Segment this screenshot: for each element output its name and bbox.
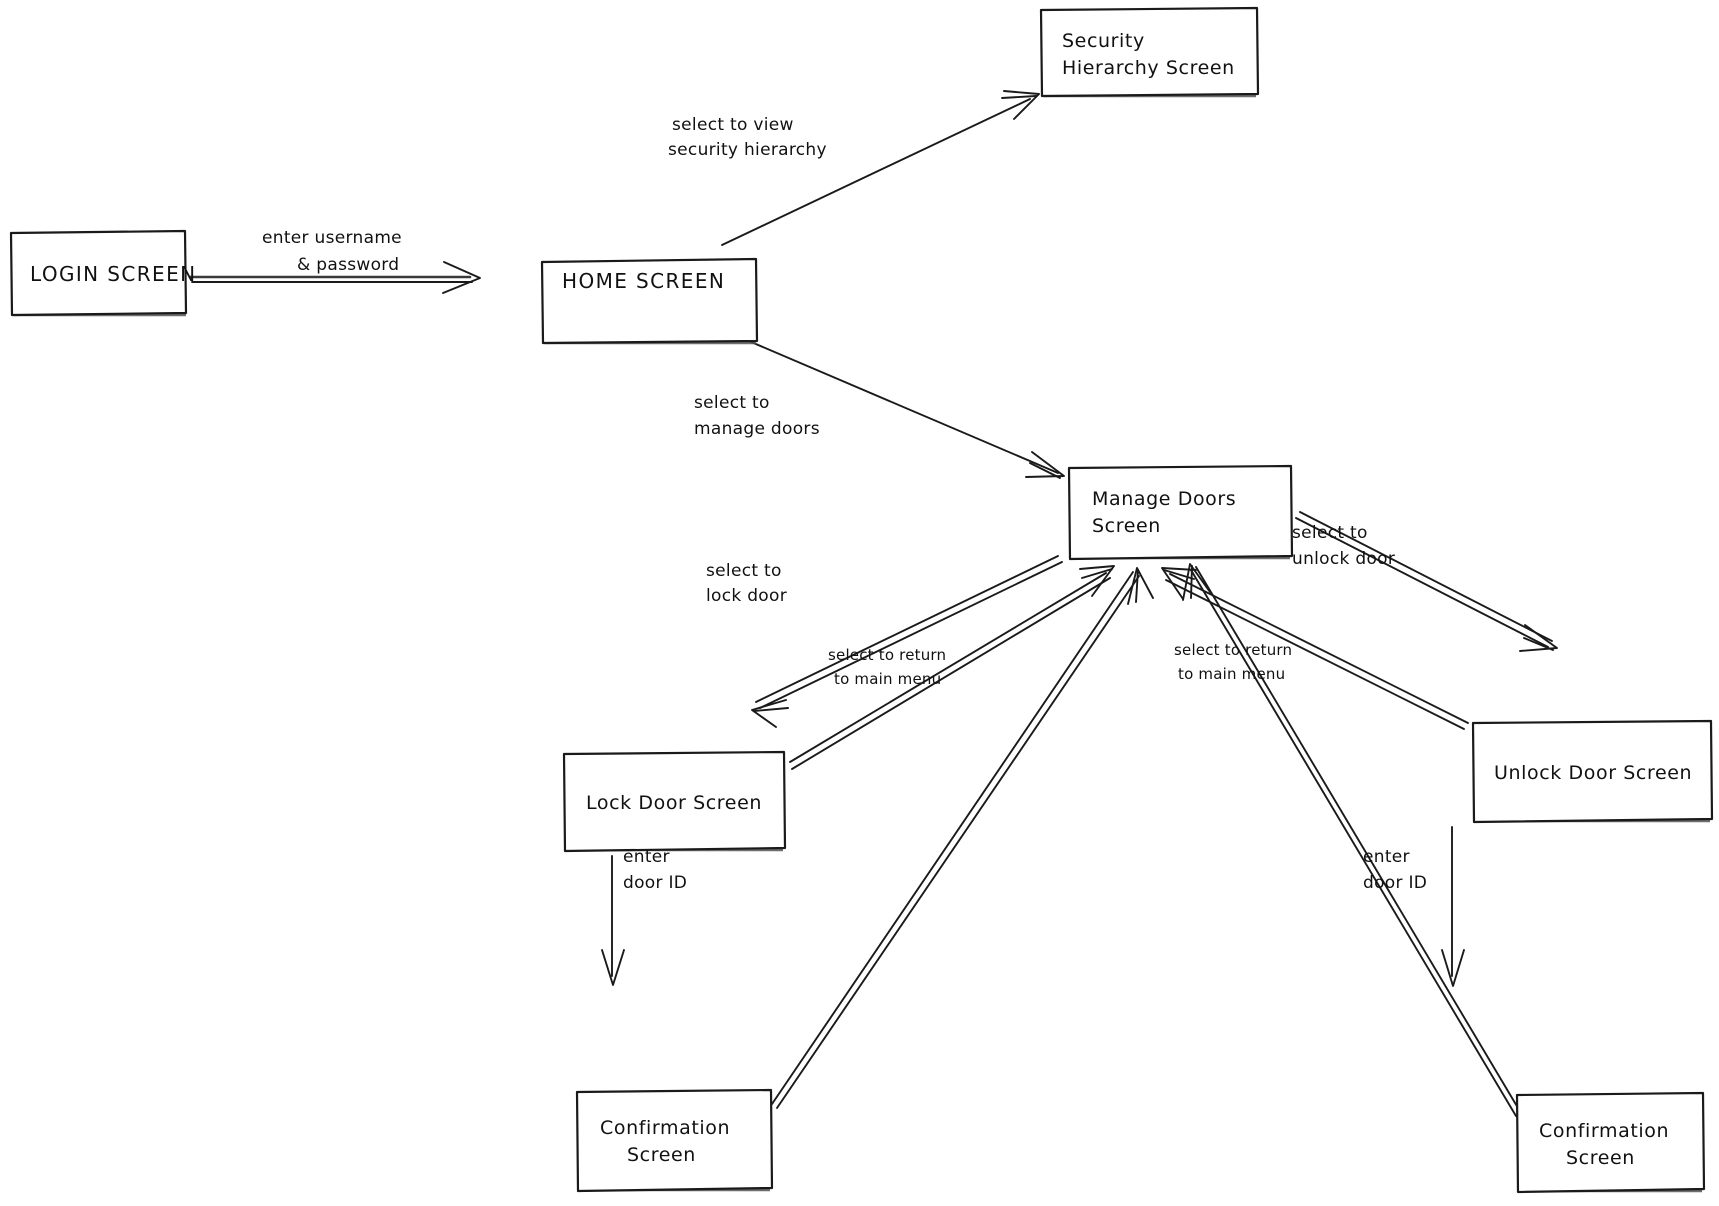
edge-label-manage-unlock-line2: unlock door xyxy=(1292,549,1395,569)
edge-label-manage-lock-line2: lock door xyxy=(706,586,787,606)
edge-label-lock-confirmation-line2: door ID xyxy=(623,873,687,893)
node-unlock-door-screen[interactable]: Unlock Door Screen xyxy=(1471,719,1714,824)
edge-label-home-security-line2: security hierarchy xyxy=(668,140,827,160)
edge-lock-to-manage xyxy=(789,565,1115,770)
edge-label-home-security: select to view security hierarchy xyxy=(668,115,827,160)
edge-label-unlock-confirmation: enter door ID xyxy=(1363,847,1427,893)
node-security-hierarchy-screen[interactable]: Security Hierarchy Screen xyxy=(1039,6,1260,98)
node-unlock-door-screen-label: Unlock Door Screen xyxy=(1494,762,1692,784)
edge-label-lock-confirmation-line1: enter xyxy=(623,847,670,867)
edge-manage-to-lock xyxy=(751,555,1063,728)
edge-label-manage-unlock-line1: select to xyxy=(1292,523,1368,543)
node-confirmation-screen-unlock-label-line1: Confirmation xyxy=(1539,1120,1669,1142)
node-login-screen[interactable]: LOGIN SCREEN xyxy=(9,229,196,317)
edge-label-manage-lock: select to lock door xyxy=(706,561,787,606)
edge-label-home-manage: select to manage doors xyxy=(694,393,820,439)
node-confirmation-screen-unlock[interactable]: Confirmation Screen xyxy=(1515,1091,1706,1194)
edge-label-lock-manage: select to return to main menu xyxy=(828,646,946,688)
edge-label-lock-confirmation: enter door ID xyxy=(623,847,687,893)
node-manage-doors-screen-label-line2: Screen xyxy=(1092,515,1161,537)
node-lock-door-screen[interactable]: Lock Door Screen xyxy=(562,750,787,853)
node-home-screen-label: HOME SCREEN xyxy=(562,269,725,293)
edge-label-lock-manage-line1: select to return xyxy=(828,646,946,664)
edge-unlock-to-confirmation xyxy=(1441,826,1465,987)
node-home-screen[interactable]: HOME SCREEN xyxy=(540,257,759,345)
node-lock-door-screen-label: Lock Door Screen xyxy=(586,792,762,814)
edge-label-login-home-line1: enter username xyxy=(262,228,402,248)
edge-label-manage-lock-line1: select to xyxy=(706,561,782,581)
edge-label-unlock-confirmation-line1: enter xyxy=(1363,847,1410,867)
edge-lock-to-confirmation xyxy=(601,855,625,986)
edge-label-login-home: enter username & password xyxy=(262,228,402,275)
node-confirmation-screen-lock-label-line2: Screen xyxy=(627,1144,696,1166)
edge-label-manage-unlock: select to unlock door xyxy=(1292,523,1395,569)
edge-manage-to-unlock xyxy=(1295,511,1558,652)
edge-login-to-home xyxy=(188,261,481,294)
edge-label-unlock-manage-line1: select to return xyxy=(1174,641,1292,659)
edge-unlock-to-manage xyxy=(1161,567,1469,730)
edge-label-home-manage-line1: select to xyxy=(694,393,770,413)
edge-label-unlock-manage-line2: to main menu xyxy=(1178,665,1285,683)
edge-home-to-security xyxy=(721,90,1040,246)
edge-confirmation-unlock-to-manage xyxy=(1182,563,1522,1117)
edge-label-unlock-manage: select to return to main menu xyxy=(1174,641,1292,683)
edge-home-to-manage xyxy=(715,326,1065,479)
node-security-hierarchy-screen-label-line2: Hierarchy Screen xyxy=(1062,57,1235,79)
node-login-screen-label: LOGIN SCREEN xyxy=(30,262,196,286)
edge-label-login-home-line2: & password xyxy=(297,255,399,275)
node-manage-doors-screen[interactable]: Manage Doors Screen xyxy=(1067,464,1294,561)
node-manage-doors-screen-label-line1: Manage Doors xyxy=(1092,488,1236,510)
node-confirmation-screen-unlock-label-line2: Screen xyxy=(1566,1147,1635,1169)
node-security-hierarchy-screen-label-line1: Security xyxy=(1062,30,1145,52)
node-confirmation-screen-lock-label-line1: Confirmation xyxy=(600,1117,730,1139)
edge-label-lock-manage-line2: to main menu xyxy=(834,670,941,688)
edge-confirmation-lock-to-manage xyxy=(771,567,1154,1109)
node-confirmation-screen-lock[interactable]: Confirmation Screen xyxy=(575,1088,774,1193)
edge-label-unlock-confirmation-line2: door ID xyxy=(1363,873,1427,893)
edge-label-home-manage-line2: manage doors xyxy=(694,419,820,439)
edge-label-home-security-line1: select to view xyxy=(672,115,794,135)
